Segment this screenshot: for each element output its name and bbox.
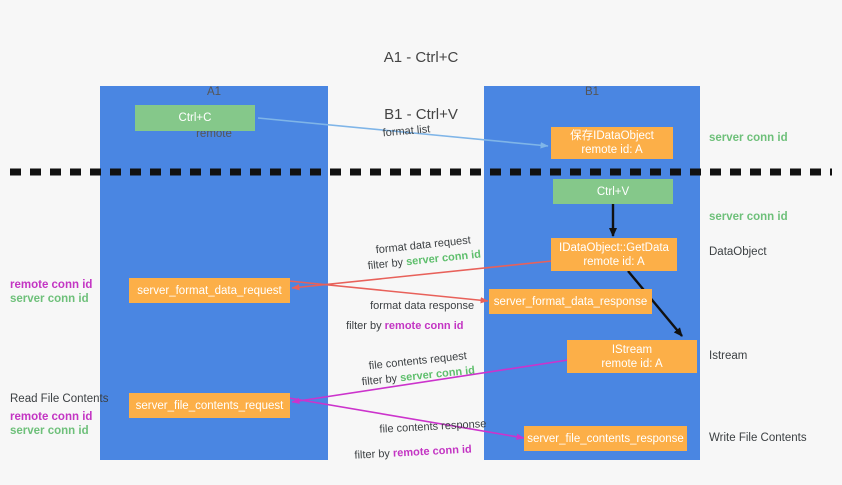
box-server-format-data-response[interactable]: server_format_data_response [489, 289, 652, 314]
title-line-1: A1 - Ctrl+C [383, 49, 459, 66]
column-header-a1: A1 remote [100, 57, 328, 155]
edge-label-format-data-response: format data response [364, 284, 474, 314]
box-istream-line1: IStream [611, 343, 653, 356]
edge-label-format-data-response-filter: filter by remote conn id [340, 304, 463, 334]
box-server-file-contents-response[interactable]: server_file_contents_response [524, 426, 687, 451]
label-write-file-contents: Write File Contents [709, 432, 807, 444]
arrow-format-data-response [288, 280, 489, 304]
filter-key-remote-conn-id: remote conn id [384, 320, 464, 332]
label-server-conn-id-top: server conn id [709, 132, 788, 144]
filter-prefix: filter by [367, 256, 407, 273]
label-dataobject: DataObject [709, 246, 767, 258]
arrow-format-data-request [291, 260, 553, 291]
label-read-file-contents: Read File Contents [10, 393, 109, 405]
box-server-format-data-request[interactable]: server_format_data_request [129, 278, 290, 303]
title-line-2: B1 - Ctrl+V [384, 106, 458, 123]
edge-label-format-list: format list [375, 107, 431, 142]
column-a1-sub: remote [196, 128, 232, 140]
filter-key-remote-conn-id: remote conn id [392, 443, 472, 460]
box-server-file-contents-request[interactable]: server_file_contents_request [129, 393, 290, 418]
label-remote-conn-id-lower: remote conn id [10, 411, 93, 423]
edge-label-format-list-text: format list [382, 123, 431, 140]
box-ctrl-c[interactable]: Ctrl+C [135, 105, 255, 131]
box-ctrl-v-line1: Ctrl+V [596, 185, 630, 198]
box-getdata-line1: IDataObject::GetData [559, 241, 669, 254]
filter-prefix: filter by [346, 320, 385, 332]
label-istream: Istream [709, 350, 748, 362]
box-getdata-line2: remote id: A [583, 255, 645, 268]
label-server-conn-id-upper: server conn id [10, 293, 89, 305]
arrow-getdata-to-istream [627, 270, 683, 337]
box-save-idataobject-line2: remote id: A [581, 144, 643, 156]
box-ctrl-v[interactable]: Ctrl+V [553, 179, 673, 204]
box-ctrl-c-line1: Ctrl+C [178, 112, 212, 124]
column-b1-name: B1 [584, 86, 600, 98]
arrow-format-list [257, 117, 549, 149]
diagram-title: A1 - Ctrl+C B1 - Ctrl+V [0, 10, 842, 143]
label-server-conn-id-lower: server conn id [10, 425, 89, 437]
box-server-file-contents-request-label: server_file_contents_request [135, 399, 284, 412]
box-server-format-data-request-label: server_format_data_request [137, 284, 282, 297]
box-server-file-contents-response-label: server_file_contents_response [527, 432, 684, 445]
box-save-idataobject[interactable]: 保存IDataObject remote id: A [551, 127, 673, 159]
filter-prefix: filter by [361, 372, 401, 389]
label-server-conn-id-second: server conn id [709, 211, 788, 223]
box-istream-line2: remote id: A [601, 357, 663, 370]
arrow-file-contents-request [291, 359, 569, 405]
arrow-file-contents-response [288, 397, 525, 440]
box-save-idataobject-line1: 保存IDataObject [570, 130, 654, 142]
column-a1-name: A1 [206, 86, 222, 98]
label-remote-conn-id-upper: remote conn id [10, 279, 93, 291]
box-server-format-data-response-label: server_format_data_response [493, 295, 648, 308]
box-idataobject-getdata[interactable]: IDataObject::GetData remote id: A [551, 238, 677, 271]
box-istream[interactable]: IStream remote id: A [567, 340, 697, 373]
filter-prefix: filter by [354, 447, 394, 462]
edge-label-format-data-response-text: format data response [370, 300, 475, 312]
